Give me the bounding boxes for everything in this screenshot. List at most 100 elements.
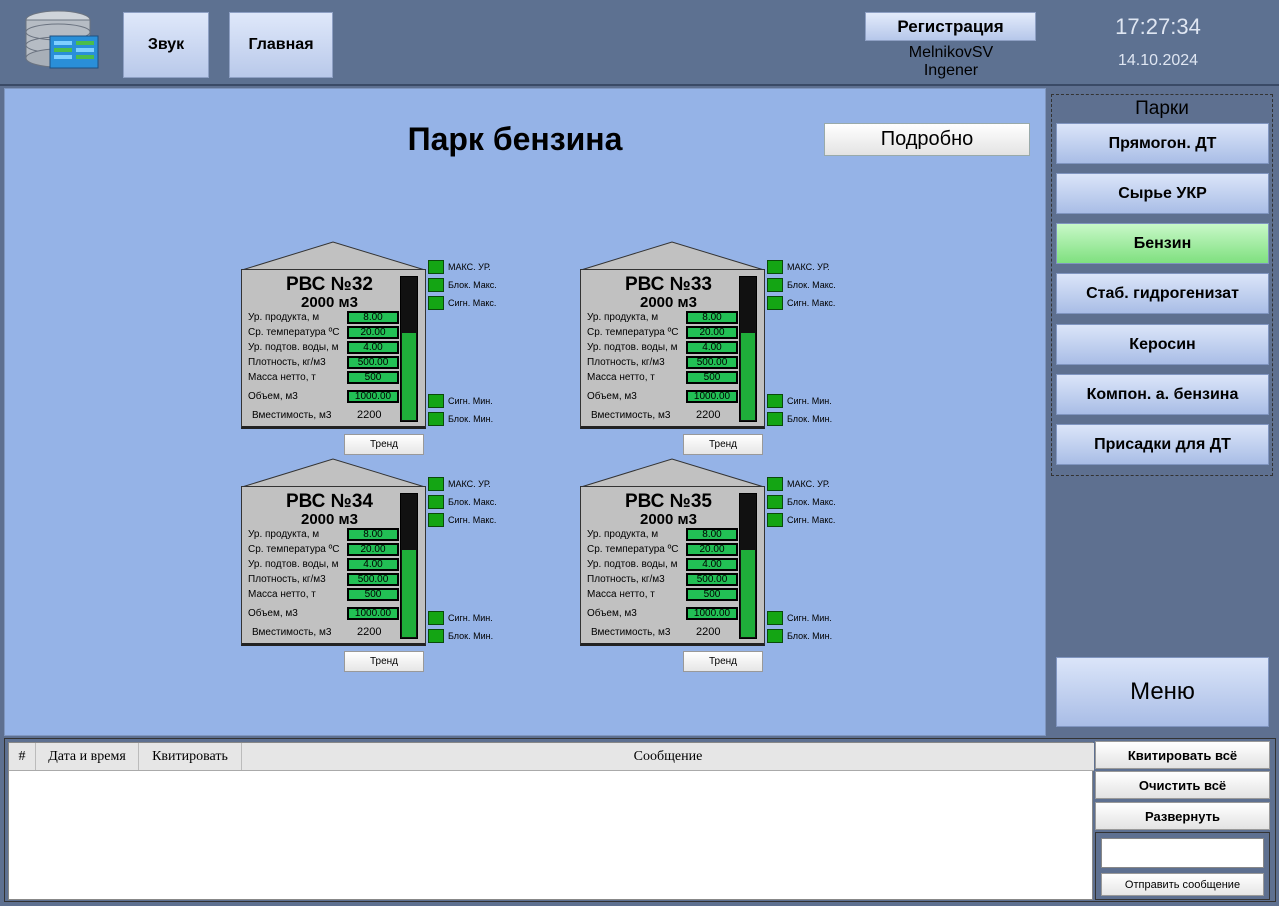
park-button-kerosin[interactable]: Керосин [1056,324,1269,365]
tank-param-label: Плотность, кг/м3 [248,357,326,368]
tank-capacity-label: Вместимость, м3 [591,410,671,421]
alarm-indicator-label: Сигн. Мин. [787,396,832,406]
alarm-indicator [428,278,444,292]
alarm-indicator-label: МАКС. УР. [787,262,830,272]
alarm-indicator [428,260,444,274]
alarm-indicator [428,629,444,643]
page-title: Парк бензина [407,121,623,157]
tank-param-value: 1000.00 [347,607,399,620]
tank-capacity-title: 2000 м3 [301,511,358,528]
trend-button[interactable]: Тренд [344,651,424,672]
tank-param-value: 4.00 [686,341,738,354]
sound-button[interactable]: Звук [123,12,209,78]
send-message-box: Отправить сообщение [1095,832,1270,900]
park-button-stab-gidrogenizat[interactable]: Стаб. гидрогенизат [1056,273,1269,314]
alarm-indicator-label: Блок. Мин. [448,631,494,641]
messages-table: # Дата и время Квитировать Сообщение [8,742,1094,900]
trend-button[interactable]: Тренд [683,434,763,455]
tank-param-value: 8.00 [347,528,399,541]
alarm-indicator [428,495,444,509]
tank-param-label: Объем, м3 [248,391,298,402]
user-info: MelnikovSV Ingener [866,44,1036,80]
tank-level-gauge [739,493,757,639]
tank-param-label: Плотность, кг/м3 [587,357,665,368]
clock-time: 17:27:34 [1115,14,1201,39]
register-button[interactable]: Регистрация [865,12,1036,41]
alarm-indicator [428,296,444,310]
menu-button[interactable]: Меню [1056,657,1269,727]
park-button-kompon-benzina[interactable]: Компон. а. бензина [1056,374,1269,415]
tank-param-label: Ур. продукта, м [248,312,320,323]
messages-panel: # Дата и время Квитировать Сообщение Кви… [4,738,1276,902]
tank-param-label: Ур. продукта, м [587,529,659,540]
tank-capacity-value: 2200 [357,626,382,638]
detail-button[interactable]: Подробно [824,123,1030,156]
tank-param-value: 4.00 [347,558,399,571]
alarm-indicator [767,394,783,408]
tank-param-value: 1000.00 [686,390,738,403]
tank-param-value: 20.00 [347,326,399,339]
tank-param-value: 4.00 [347,341,399,354]
tank-capacity-label: Вместимость, м3 [252,410,332,421]
tank-level-gauge [400,276,418,422]
clear-all-button[interactable]: Очистить всё [1095,771,1270,799]
park-button-syre-ukr[interactable]: Сырье УКР [1056,173,1269,214]
tank-capacity-title: 2000 м3 [640,294,697,311]
expand-button[interactable]: Развернуть [1095,802,1270,830]
alarm-indicator [767,629,783,643]
alarm-indicator [428,394,444,408]
alarm-indicator-label: Блок. Макс. [787,497,836,507]
parks-panel: Парки Прямогон. ДТ Сырье УКР Бензин Стаб… [1051,94,1273,476]
ack-all-button[interactable]: Квитировать всё [1095,741,1270,769]
alarm-indicator-label: Блок. Макс. [448,280,497,290]
tank-param-value: 500.00 [347,356,399,369]
tank-param-label: Ср. температура ºС [248,544,340,555]
alarm-indicator-label: Блок. Мин. [448,414,494,424]
alarm-indicator [767,260,783,274]
tank-capacity-title: 2000 м3 [301,294,358,311]
tank-param-label: Ур. продукта, м [587,312,659,323]
tank-level-gauge [739,276,757,422]
alarm-indicator-label: Сигн. Макс. [448,515,497,525]
messages-table-header: # Дата и время Квитировать Сообщение [9,743,1094,771]
alarm-indicator-label: МАКС. УР. [787,479,830,489]
park-button-pryamogon-dt[interactable]: Прямогон. ДТ [1056,123,1269,164]
alarm-indicator [767,513,783,527]
alarm-indicator-label: МАКС. УР. [448,479,491,489]
message-input[interactable] [1101,838,1264,868]
trend-button[interactable]: Тренд [683,651,763,672]
alarm-indicator [767,412,783,426]
tank-param-value: 500 [686,371,738,384]
tank-param-value: 8.00 [686,528,738,541]
tank-name: РВС №35 [625,491,712,512]
tank-param-label: Объем, м3 [248,608,298,619]
tank-param-value: 500 [686,588,738,601]
tank-param-label: Масса нетто, т [248,372,316,383]
tank-level-fill [741,550,755,637]
park-button-prisadki-dt[interactable]: Присадки для ДТ [1056,424,1269,465]
column-header-message: Сообщение [633,748,703,764]
tank-param-label: Ур. подтов. воды, м [248,559,339,570]
tank-param-value: 20.00 [686,543,738,556]
home-button[interactable]: Главная [229,12,333,78]
tank-name: РВС №32 [286,274,373,295]
tank-param-label: Ср. температура ºС [587,544,679,555]
tank-param-value: 500.00 [686,356,738,369]
tank-capacity-title: 2000 м3 [640,511,697,528]
tank-param-value: 8.00 [686,311,738,324]
alarm-indicator [767,477,783,491]
send-message-button[interactable]: Отправить сообщение [1101,873,1264,896]
alarm-indicator [428,611,444,625]
alarm-indicator [428,477,444,491]
trend-button[interactable]: Тренд [344,434,424,455]
column-header-number: # [9,743,36,770]
tank-param-label: Ур. подтов. воды, м [587,559,678,570]
park-button-benzin[interactable]: Бензин [1056,223,1269,264]
